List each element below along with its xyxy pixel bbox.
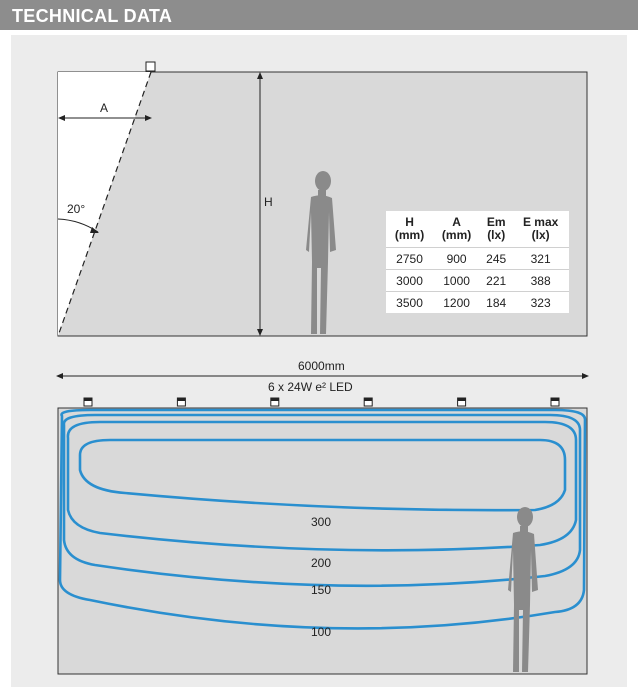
table-cell: 900	[433, 247, 481, 270]
table-cell: 184	[486, 295, 507, 310]
fixture-row	[83, 397, 560, 407]
header-em: Em(lx)	[480, 211, 513, 248]
width-label: 6000mm	[298, 359, 345, 373]
person-silhouette-bottom	[508, 507, 538, 672]
table-row: 3500 1200 184 323	[386, 292, 569, 314]
table-cell: 3000	[386, 269, 434, 292]
table-cell: 323	[530, 295, 551, 310]
contour-label-200: 200	[311, 556, 332, 570]
table-cell: 321	[512, 247, 569, 270]
angle-label: 20°	[67, 202, 86, 216]
table-cell: 3500	[396, 295, 423, 310]
contour-300	[78, 438, 567, 512]
luminaire-icon	[457, 397, 467, 407]
table-cell: 1000	[433, 269, 481, 292]
header-a: A(mm)	[433, 211, 481, 248]
contour-label-300: 300	[311, 515, 332, 529]
table-header-row: H(mm) A(mm) Em(lx) E max(lx)	[386, 211, 569, 248]
dimension-h-label: H	[264, 195, 273, 209]
beam-edge-line	[57, 71, 152, 337]
table-cell: 2750	[386, 247, 434, 270]
table-cell: 245	[480, 247, 513, 270]
luminaire-icon	[550, 397, 560, 407]
dimension-a-label: A	[100, 101, 109, 115]
table-cell: 388	[512, 269, 569, 292]
table-cell: 221	[480, 269, 513, 292]
luminaire-icon	[270, 397, 280, 407]
lighting-data-table: H(mm) A(mm) Em(lx) E max(lx) 2750 900 24…	[386, 211, 569, 313]
section-title: TECHNICAL DATA	[12, 6, 173, 26]
header-h: H(mm)	[386, 211, 434, 248]
contour-100	[58, 408, 587, 630]
room-frame	[57, 407, 588, 675]
luminaire-icon	[145, 61, 156, 72]
luminaire-icon	[83, 397, 93, 407]
header-bar	[0, 0, 638, 30]
contour-label-100: 100	[311, 625, 332, 639]
person-silhouette-top	[306, 171, 336, 334]
table-row: 2750 900 245 321	[386, 247, 569, 270]
luminaire-icon	[363, 397, 373, 407]
contour-label-150: 150	[311, 583, 332, 597]
luminaire-icon	[176, 397, 186, 407]
section-header: TECHNICAL DATA	[0, 0, 638, 31]
table-cell: 1200	[443, 295, 470, 310]
header-emax: E max(lx)	[512, 211, 569, 248]
unlit-area	[58, 72, 151, 336]
fixture-label: 6 x 24W e² LED	[268, 380, 353, 394]
isolux-diagram	[56, 373, 589, 675]
table-row: 3000 1000 221 388	[386, 269, 569, 292]
